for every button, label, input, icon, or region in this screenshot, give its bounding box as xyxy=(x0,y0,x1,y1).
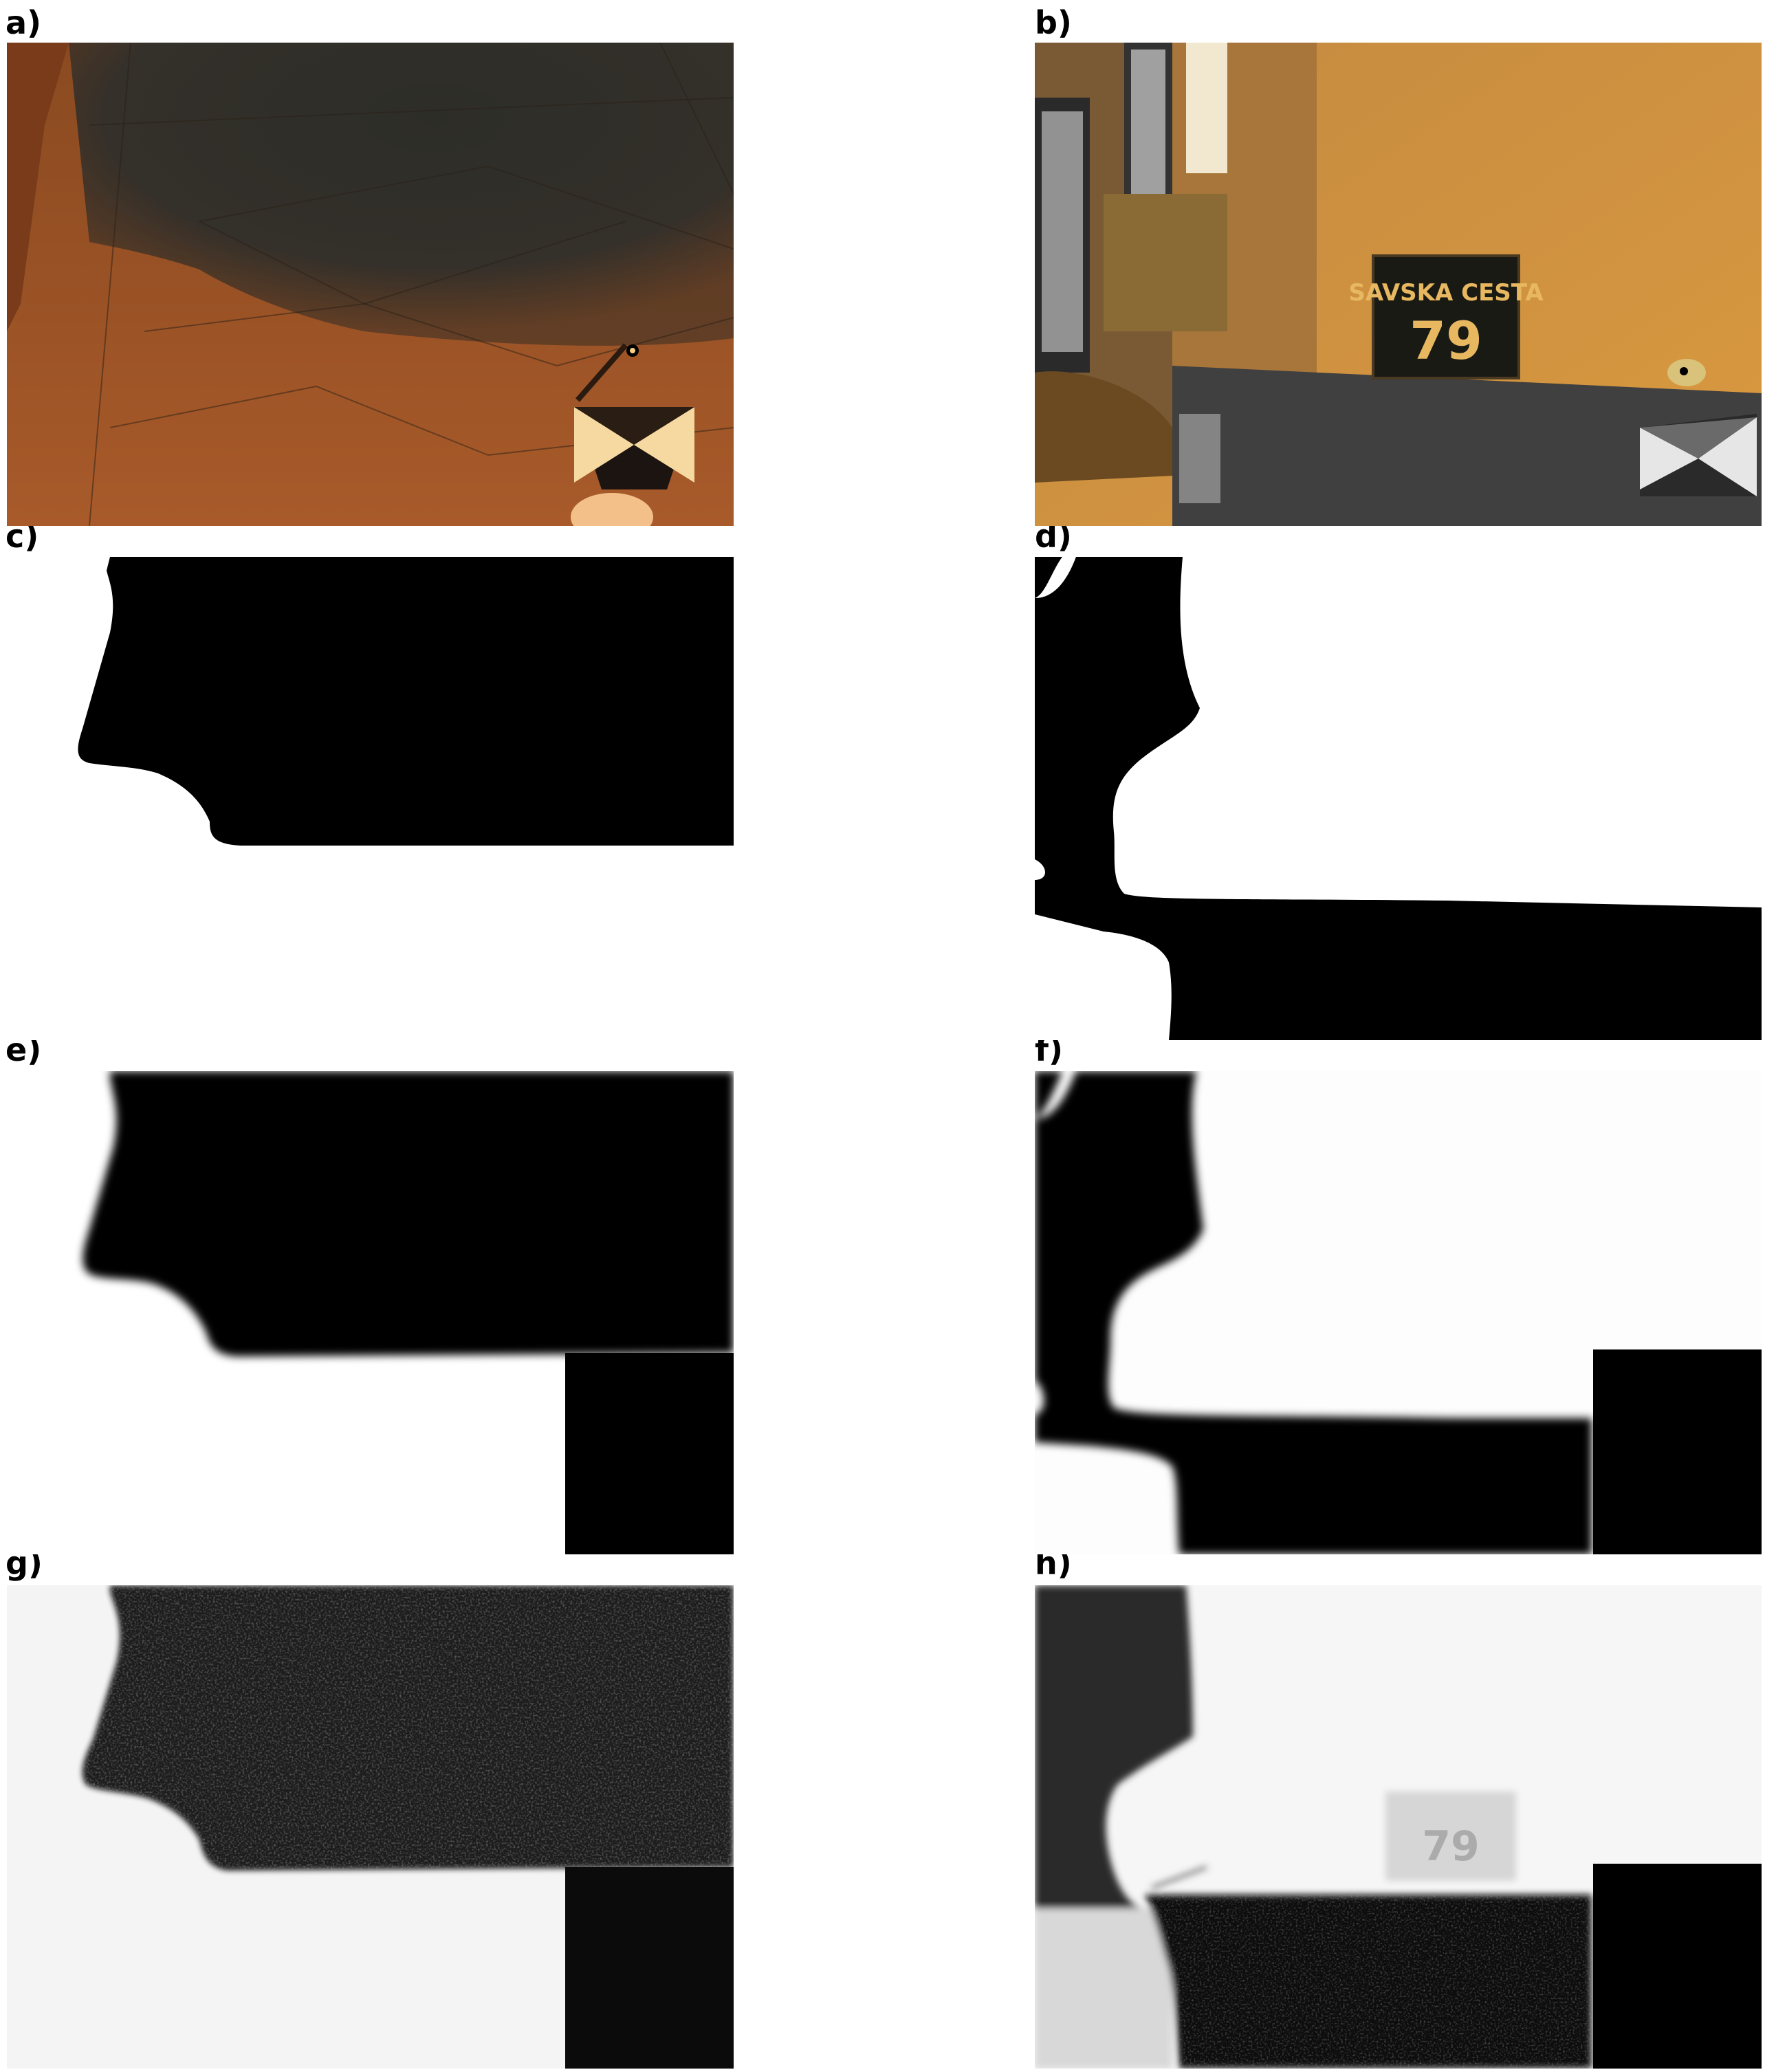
mask-floor-binary xyxy=(7,557,734,1040)
prediction-facade-soft xyxy=(1035,1071,1762,1554)
sign-ghost-number: 79 xyxy=(1422,1822,1480,1871)
photo-floor-scene xyxy=(7,43,734,526)
mask-facade-binary xyxy=(1035,557,1762,1040)
sign-street-text: SAVSKA CESTA xyxy=(1348,279,1544,307)
prediction-facade-noisy: 79 xyxy=(1035,1585,1762,2069)
survey-target-a xyxy=(571,343,694,526)
photo-building-facade: SAVSKA CESTA 79 xyxy=(1035,43,1762,526)
prediction-floor-soft xyxy=(7,1071,734,1554)
survey-target-b xyxy=(1640,359,1757,496)
street-sign: SAVSKA CESTA 79 xyxy=(1348,254,1544,379)
panel-label-a: a) xyxy=(6,4,42,41)
sign-number-text: 79 xyxy=(1410,310,1482,371)
prediction-floor-noisy xyxy=(7,1585,734,2069)
panel-label-b: b) xyxy=(1035,4,1072,41)
